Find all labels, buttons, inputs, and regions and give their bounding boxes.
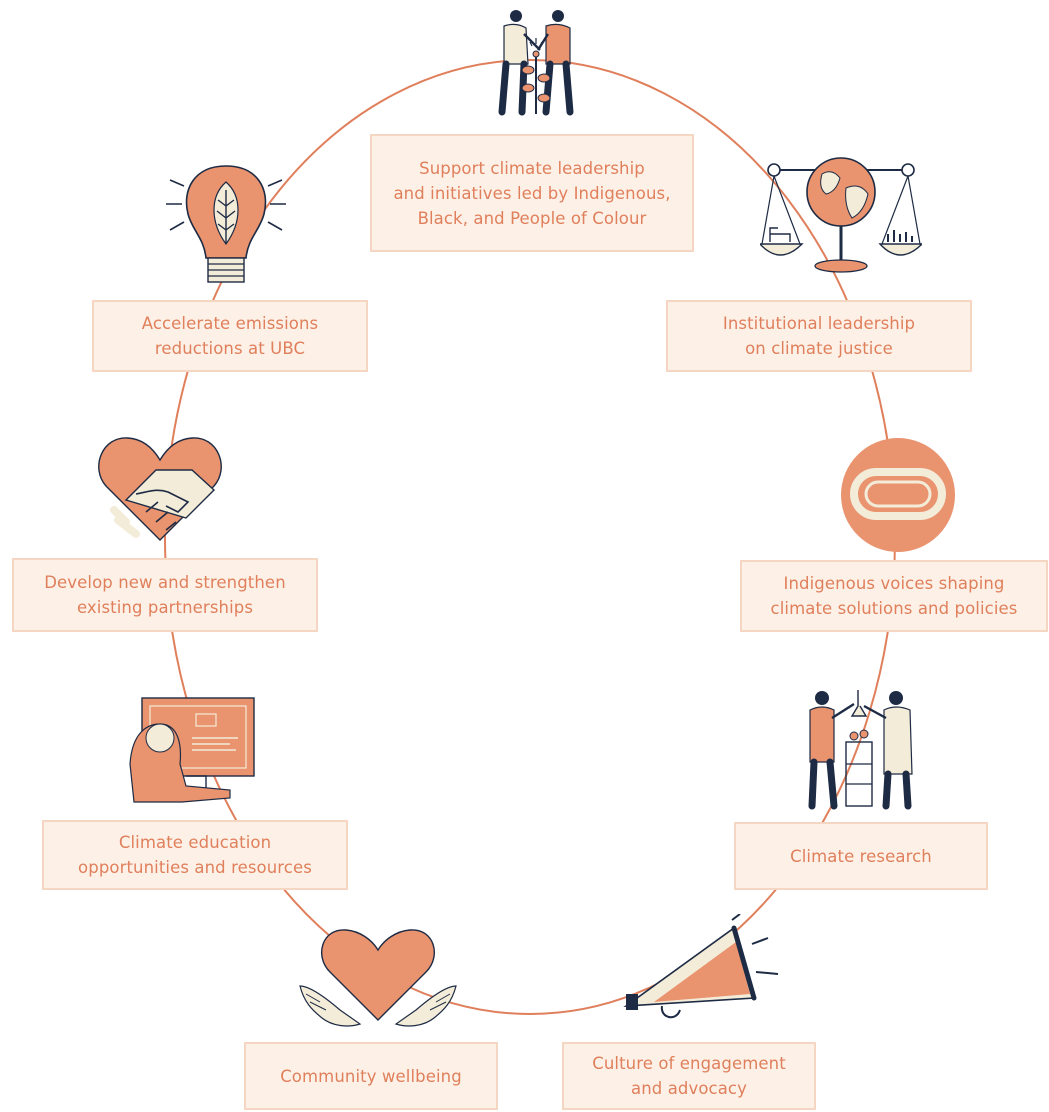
node-label-line: Climate education [118, 833, 272, 852]
node-label-line: and advocacy [631, 1079, 747, 1098]
node-label-line: existing partnerships [76, 598, 254, 617]
node-label-line: on climate justice [745, 339, 893, 358]
node-label-line: opportunities and resources [78, 858, 312, 877]
node-label-line: Develop new and strengthen [44, 573, 286, 592]
student-computer-icon [129, 697, 255, 803]
people-planting-icon [498, 10, 574, 116]
lightbulb-leaf-icon [166, 165, 286, 283]
node-label-climate-research: Climate research [734, 822, 988, 890]
scales-globe-icon [760, 157, 922, 273]
node-label-line: Black, and People of Colour [417, 208, 647, 228]
node-label-partnerships: Develop new and strengthen existing part… [12, 558, 318, 632]
node-label-line: Climate research [790, 846, 932, 866]
node-label-leadership-ibpoc: Support climate leadership and initiativ… [370, 134, 694, 252]
node-label-line: Accelerate emissions [141, 314, 319, 333]
node-label-engagement: Culture of engagement and advocacy [562, 1042, 816, 1110]
node-label-line: reductions at UBC [154, 339, 306, 358]
node-label-line: Institutional leadership [722, 314, 916, 333]
node-label-line: Indigenous voices shaping [783, 574, 1005, 593]
node-label-wellbeing: Community wellbeing [244, 1042, 498, 1110]
node-label-climate-justice: Institutional leadership on climate just… [666, 300, 972, 372]
handshake-heart-icon [98, 437, 222, 541]
node-label-line: Culture of engagement [592, 1054, 786, 1073]
node-label-indigenous-voices: Indigenous voices shaping climate soluti… [740, 560, 1048, 632]
megaphone-icon [623, 914, 779, 1019]
heart-hands-icon [299, 929, 457, 1027]
node-label-line: Support climate leadership [419, 158, 645, 178]
node-label-emissions: Accelerate emissions reductions at UBC [92, 300, 368, 372]
indigenous-symbol-icon [841, 438, 955, 552]
scientists-icon [808, 690, 913, 810]
node-label-line: and initiatives led by Indigenous, [393, 183, 671, 203]
node-label-education: Climate education opportunities and reso… [42, 820, 348, 890]
node-label-line: climate solutions and policies [770, 599, 1018, 618]
node-label-line: Community wellbeing [280, 1066, 462, 1086]
